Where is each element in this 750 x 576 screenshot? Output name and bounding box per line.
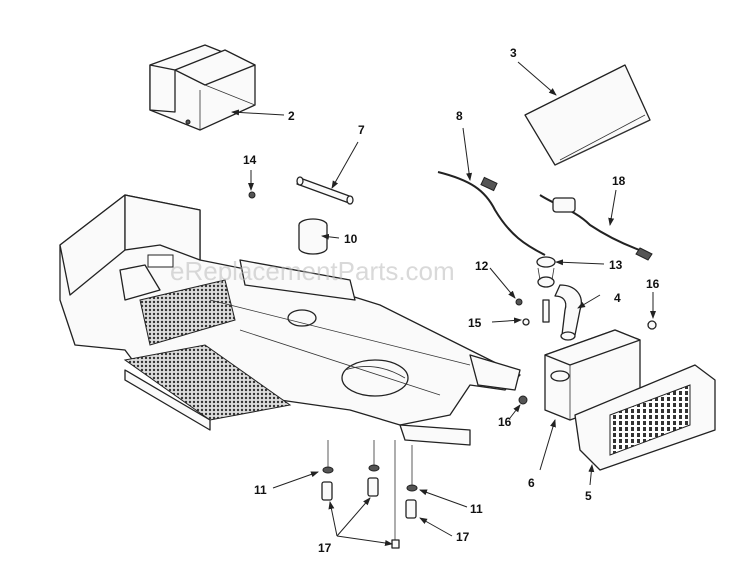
callout-13: 13 (609, 258, 623, 272)
callout-6: 6 (528, 476, 535, 490)
part-10-cylinder (298, 218, 328, 255)
part-16-bolt-upper (647, 320, 657, 330)
mower-frame (59, 194, 521, 446)
part-2-bracket (149, 44, 256, 131)
callout-15: 15 (468, 316, 482, 330)
callout-12: 12 (475, 259, 489, 273)
part-14-screw (248, 191, 256, 199)
part-15-fastener (522, 299, 550, 326)
callout-11-left: 11 (254, 483, 267, 497)
callout-5: 5 (585, 489, 592, 503)
callout-3: 3 (510, 46, 517, 60)
callout-17-left: 17 (318, 541, 332, 555)
callout-8: 8 (456, 109, 463, 123)
callout-18: 18 (612, 174, 626, 188)
callout-14: 14 (243, 153, 257, 167)
part-17-spacer-mid (367, 477, 379, 497)
callout-4: 4 (614, 291, 621, 305)
callout-16-upper: 16 (646, 277, 660, 291)
callout-17-right: 17 (456, 530, 470, 544)
part-16-bolt-lower (518, 395, 528, 405)
callout-10: 10 (344, 232, 358, 246)
leader-lines (231, 61, 656, 546)
part-4-hose (554, 284, 582, 341)
bolt-guide-lines (327, 440, 413, 486)
part-3-cover-plate (524, 64, 651, 166)
callout-11-right: 11 (470, 502, 483, 516)
part-8-cable (437, 171, 546, 256)
part-17-spacer-left (321, 481, 333, 501)
part-7-pin (296, 176, 354, 205)
part-17-bolt-long (391, 440, 400, 549)
callout-16-lower: 16 (498, 415, 512, 429)
part-13-fitting (536, 256, 556, 288)
callout-7: 7 (358, 123, 365, 137)
part-17-spacer-right (405, 499, 417, 519)
callout-2: 2 (288, 109, 295, 123)
watermark: eReplacementParts.com (170, 256, 455, 286)
part-5-grille (574, 364, 716, 471)
part-18-harness (539, 194, 653, 261)
part-12-fastener (515, 298, 523, 306)
